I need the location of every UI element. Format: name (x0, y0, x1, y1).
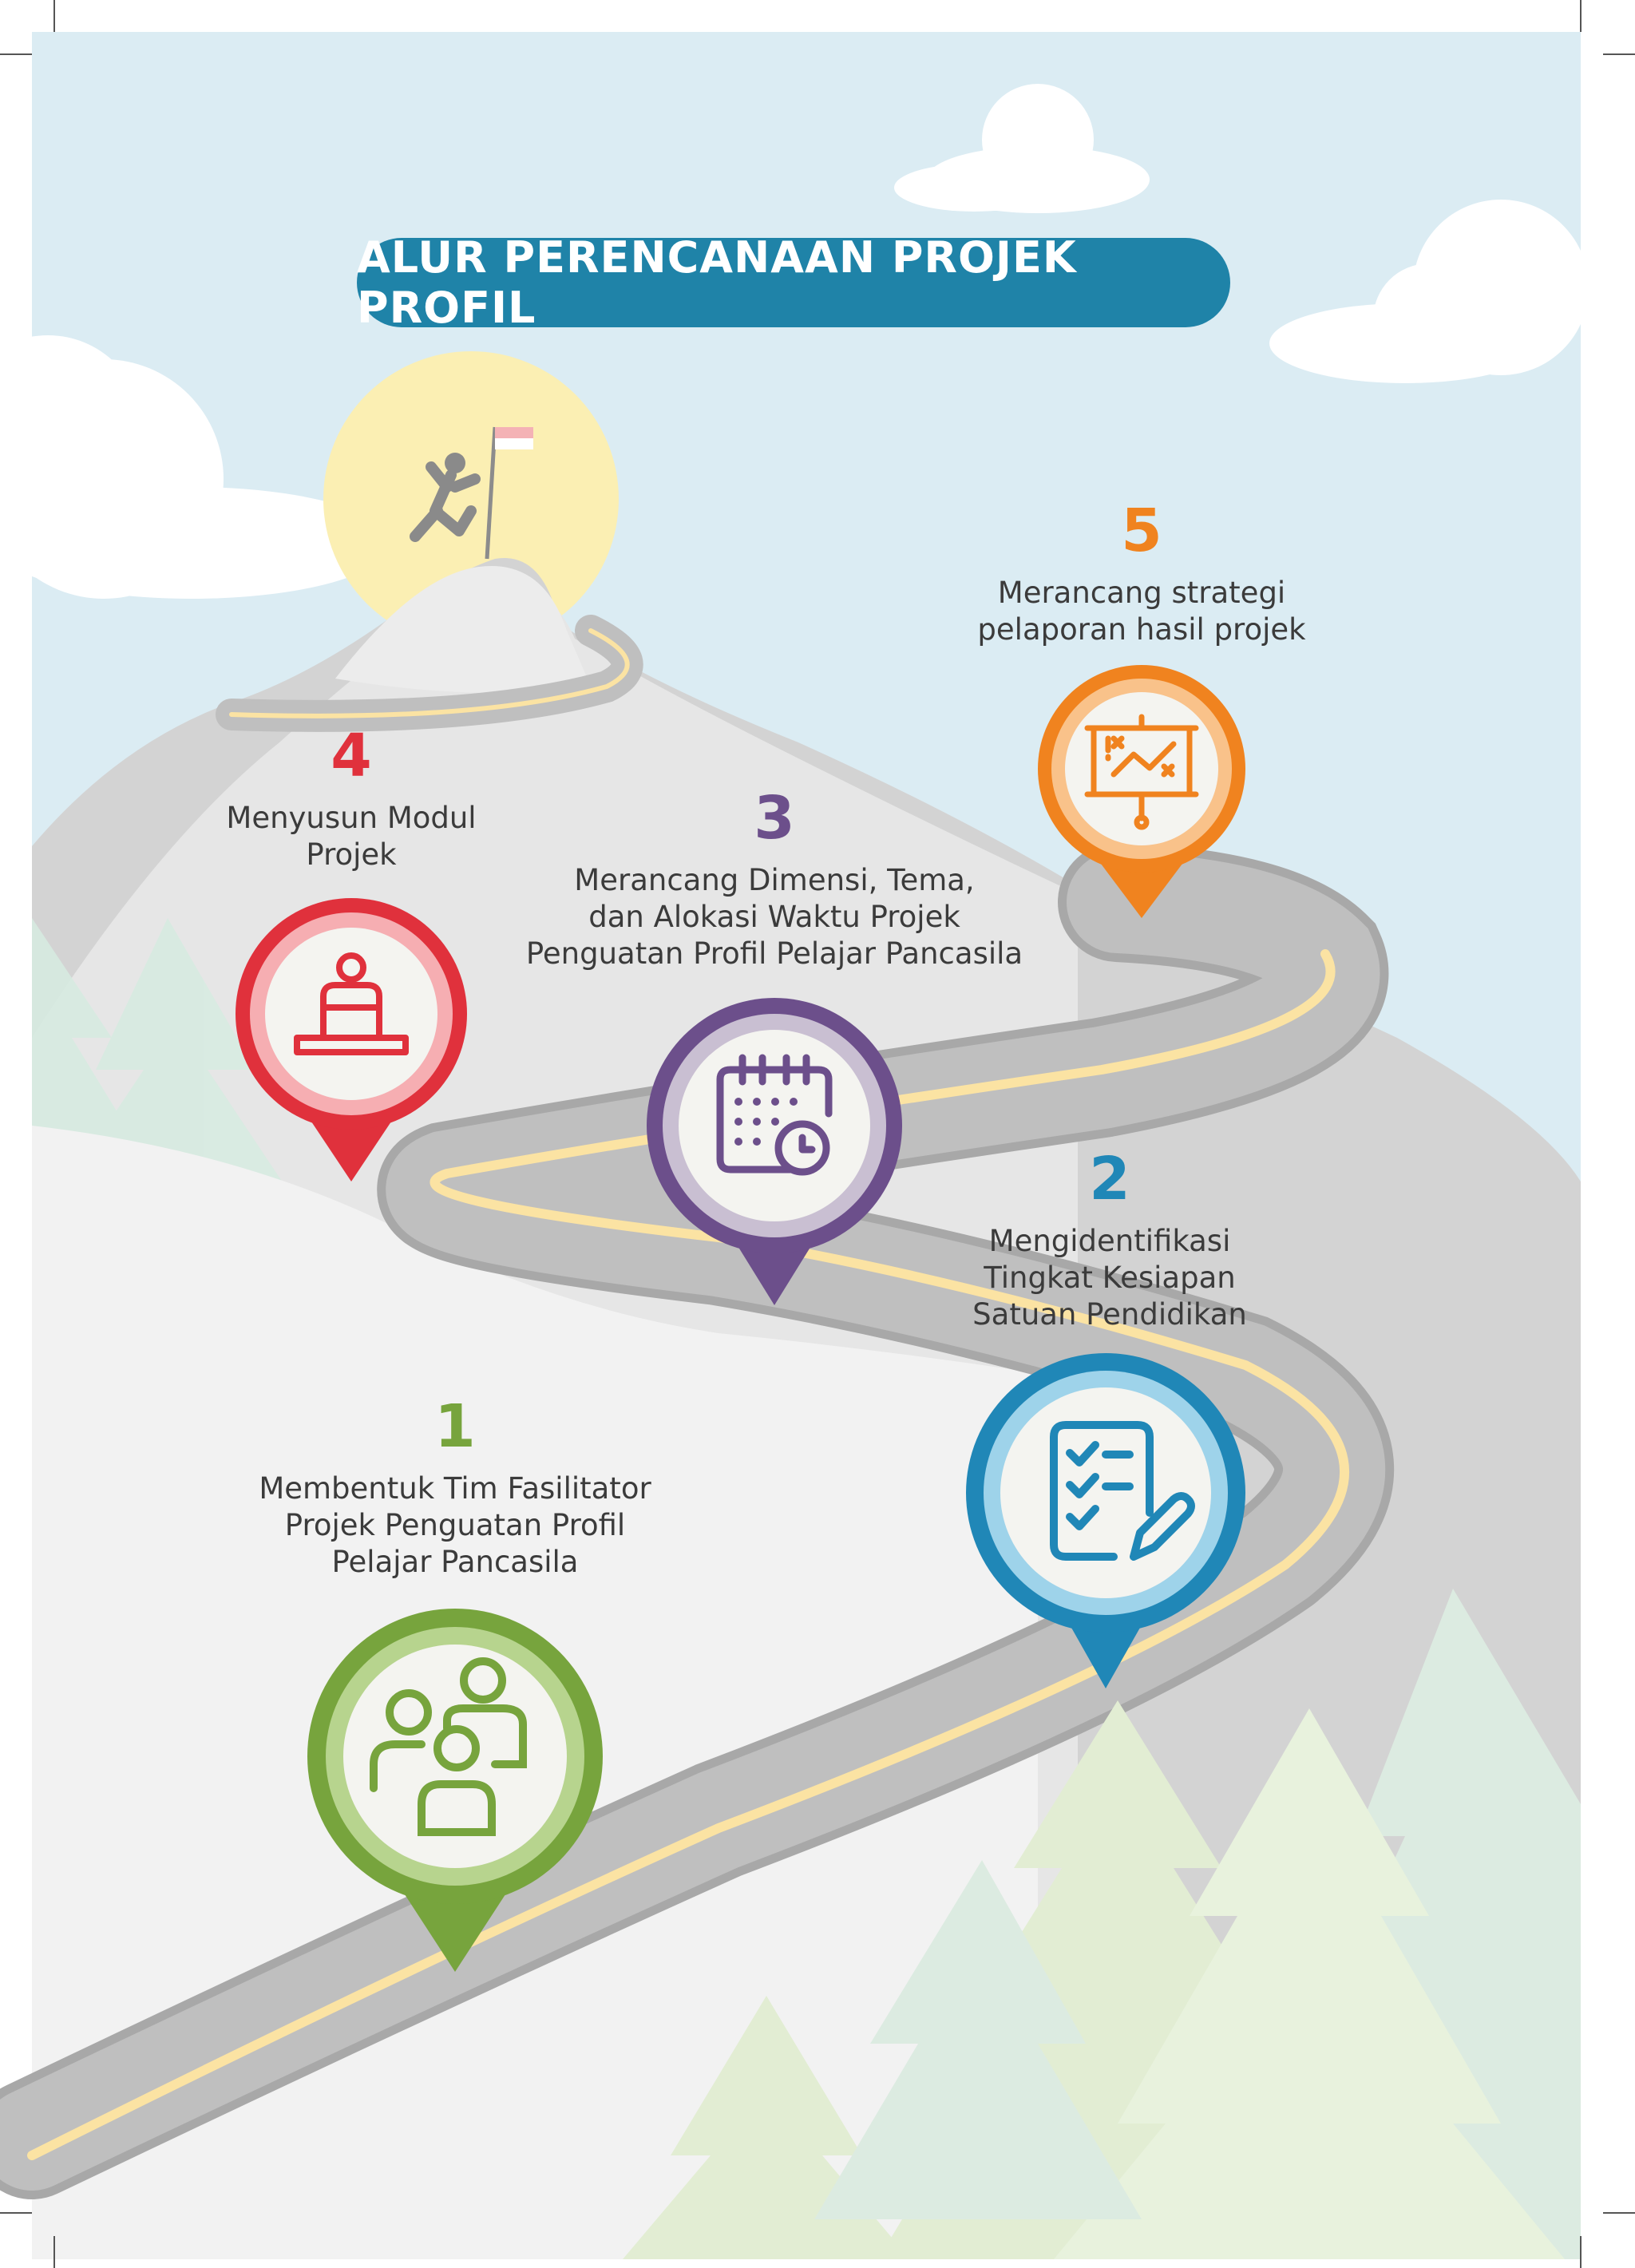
step-1-description: Membentuk Tim Fasilitator Projek Penguat… (208, 1470, 703, 1581)
step-2-line-2: Tingkat Kesiapan (984, 1261, 1236, 1295)
step-3-line-3: Penguatan Profil Pelajar Pancasila (525, 936, 1023, 971)
step-5-description: Merancang strategi pelaporan hasil proje… (942, 575, 1341, 648)
sun (323, 351, 619, 647)
step-3-pin (647, 998, 902, 1305)
step-4-line-1: Menyusun Modul (226, 801, 477, 835)
step-4-pin (236, 898, 467, 1181)
step-2-number: 2 (1089, 1145, 1130, 1213)
step-1-number: 1 (434, 1392, 476, 1461)
step-1-line-1: Membentuk Tim Fasilitator (259, 1471, 651, 1506)
step-1-line-3: Pelajar Pancasila (331, 1545, 579, 1579)
step-3-label: 3 Merancang Dimensi, Tema, dan Alokasi W… (495, 789, 1054, 972)
step-2-description: Mengidentifikasi Tingkat Kesiapan Satuan… (902, 1223, 1317, 1333)
step-2-line-3: Satuan Pendidikan (972, 1297, 1247, 1332)
step-4-line-2: Projek (306, 837, 397, 872)
step-3-line-2: dan Alokasi Waktu Projek (588, 900, 960, 934)
step-5-number: 5 (1121, 497, 1162, 565)
step-3-number: 3 (754, 784, 795, 853)
presentation-board-icon (1084, 714, 1199, 830)
step-3-description: Merancang Dimensi, Tema, dan Alokasi Wak… (495, 862, 1054, 972)
step-2-line-1: Mengidentifikasi (988, 1224, 1231, 1258)
step-1-pin (307, 1609, 603, 1972)
step-5-line-2: pelaporan hasil projek (977, 612, 1306, 647)
step-2-pin (966, 1353, 1245, 1688)
step-3-line-1: Merancang Dimensi, Tema, (574, 863, 975, 897)
step-4-number: 4 (331, 722, 372, 790)
step-1-label: 1 Membentuk Tim Fasilitator Projek Pengu… (208, 1397, 703, 1581)
summit (335, 566, 591, 693)
step-1-line-2: Projek Penguatan Profil (284, 1508, 626, 1542)
climber-with-flag (410, 426, 533, 560)
clouds (0, 84, 1589, 599)
step-5-pin (1038, 665, 1245, 918)
step-4-label: 4 Menyusun Modul Projek (184, 726, 519, 873)
step-2-label: 2 Mengidentifikasi Tingkat Kesiapan Satu… (902, 1150, 1317, 1333)
team-icon (370, 1657, 527, 1836)
step-4-description: Menyusun Modul Projek (184, 800, 519, 873)
step-5-line-1: Merancang strategi (997, 576, 1286, 610)
page-title: ALUR PERENCANAAN PROJEK PROFIL (357, 232, 1230, 333)
checklist-icon (1050, 1421, 1195, 1561)
laptop-user-icon (294, 952, 409, 1055)
step-5-label: 5 Merancang strategi pelaporan hasil pro… (942, 501, 1341, 648)
calendar-icon (716, 1054, 833, 1176)
trees-foreground (623, 1589, 1581, 2259)
